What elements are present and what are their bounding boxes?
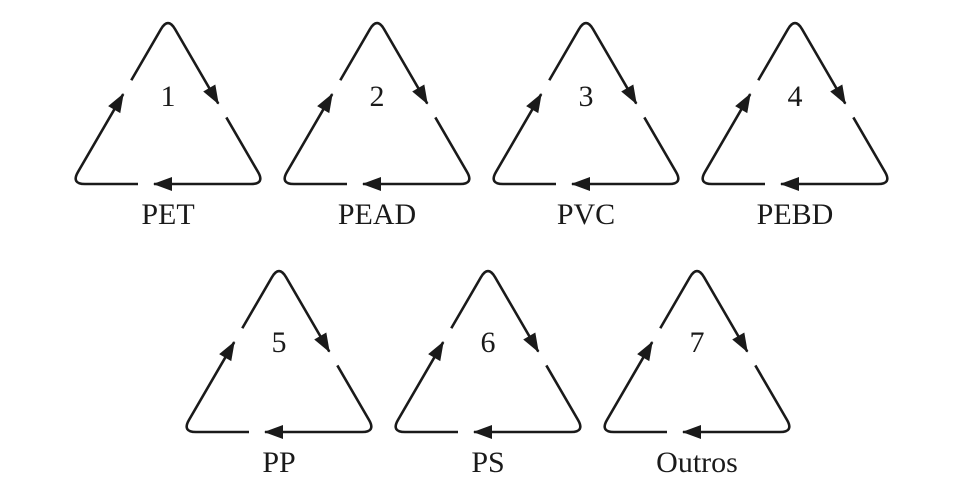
triangle-arrow-segment-2 [572,116,680,186]
arrowhead-right-icon [314,332,330,353]
symbol-label: PP [262,446,295,479]
triangle-arrow-segment-1 [130,21,220,105]
triangle-arrow-segment-1 [548,21,638,105]
triangle-arrow-segment-1 [659,269,749,353]
symbol-number: 7 [690,326,705,359]
symbol-label: PEAD [338,198,416,231]
arrowhead-left-icon [735,93,751,114]
arrowhead-left-icon [428,341,444,362]
triangle-arrow-segment-3 [283,93,347,186]
triangle-arrow-segment-1 [450,269,540,353]
triangle-arrow-segment-1 [339,21,429,105]
arrowhead-base-icon [153,177,172,191]
triangle-arrow-segment-2 [154,116,262,186]
arrowhead-base-icon [682,425,701,439]
arrowhead-right-icon [203,84,219,105]
arrowhead-right-icon [732,332,748,353]
triangle-arrow-segment-2 [474,364,582,434]
recycling-symbol-5: 5PP [185,269,373,479]
triangle-arrow-segment-3 [701,93,765,186]
symbol-label: PET [141,198,194,231]
triangle-arrow-segment-1 [241,269,331,353]
arrowhead-base-icon [473,425,492,439]
symbol-label: Outros [656,446,738,479]
arrowhead-right-icon [523,332,539,353]
arrowhead-base-icon [264,425,283,439]
triangle-arrow-segment-2 [781,116,889,186]
symbol-number: 2 [370,80,385,113]
arrowhead-base-icon [571,177,590,191]
symbol-label: PS [471,446,504,479]
triangle-arrow-segment-3 [394,341,458,434]
arrowhead-right-icon [412,84,428,105]
arrowhead-left-icon [219,341,235,362]
triangle-arrow-segment-2 [363,116,471,186]
triangle-arrow-segment-3 [74,93,138,186]
triangle-arrow-segment-2 [683,364,791,434]
symbol-number: 4 [788,80,803,113]
symbol-number: 5 [272,326,287,359]
arrowhead-right-icon [621,84,637,105]
triangle-arrow-segment-3 [492,93,556,186]
symbol-number: 1 [161,80,176,113]
arrowhead-left-icon [317,93,333,114]
symbol-number: 6 [481,326,496,359]
arrowhead-left-icon [526,93,542,114]
triangle-arrow-segment-3 [603,341,667,434]
symbol-number: 3 [579,80,594,113]
triangle-arrow-segment-3 [185,341,249,434]
triangle-arrow-segment-2 [265,364,373,434]
arrowhead-left-icon [637,341,653,362]
symbol-label: PVC [557,198,615,231]
symbol-label: PEBD [757,198,834,231]
arrowhead-base-icon [780,177,799,191]
recycling-symbol-6: 6PS [394,269,582,479]
arrowhead-base-icon [362,177,381,191]
triangle-arrow-segment-1 [757,21,847,105]
arrowhead-right-icon [830,84,846,105]
arrowhead-left-icon [108,93,124,114]
